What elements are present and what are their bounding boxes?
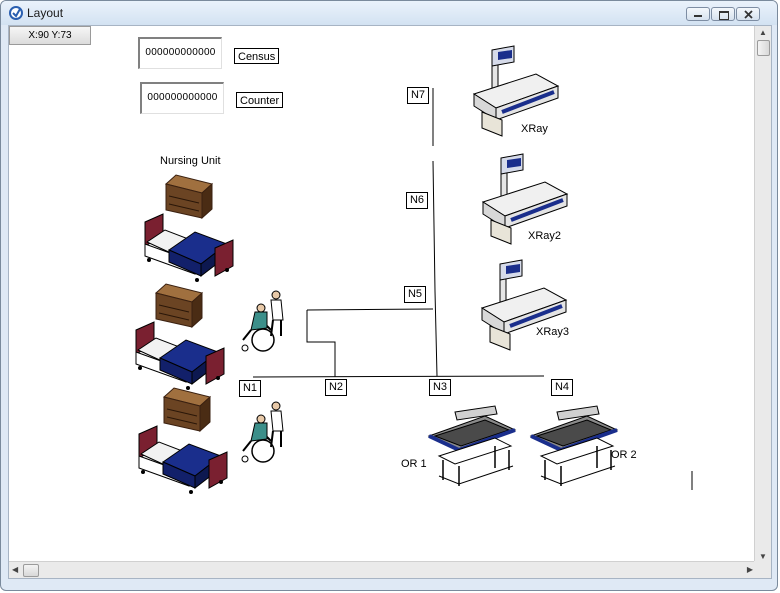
window-title: Layout: [27, 6, 64, 20]
xray-table-icon[interactable]: [481, 153, 571, 246]
node-n5[interactable]: N5: [404, 286, 426, 303]
xray-table-icon[interactable]: [472, 45, 562, 138]
scroll-down-icon[interactable]: ▼: [759, 552, 767, 561]
coordinate-readout: X:90 Y:73: [9, 26, 91, 45]
xray-label: XRay: [521, 123, 548, 135]
node-n3[interactable]: N3: [429, 379, 451, 396]
scroll-left-icon[interactable]: ◀: [12, 565, 19, 574]
close-icon: [744, 10, 753, 19]
wheelchair-patient-icon[interactable]: [237, 290, 285, 354]
close-button[interactable]: [736, 7, 760, 21]
counter-display: 000000000000: [140, 82, 224, 114]
nightstand-icon[interactable]: [164, 174, 214, 220]
minimize-icon: [694, 15, 702, 17]
network-paths: [252, 88, 693, 490]
or2-label: OR 2: [611, 449, 637, 461]
census-label: Census: [234, 48, 280, 64]
nightstand-icon[interactable]: [154, 283, 204, 329]
maximize-button[interactable]: [711, 7, 735, 21]
xray-table-icon[interactable]: [480, 259, 570, 352]
node-n7[interactable]: N7: [407, 87, 429, 104]
or1-label: OR 1: [401, 458, 427, 470]
minimize-button[interactable]: [686, 7, 710, 21]
hospital-bed-icon[interactable]: [135, 213, 235, 286]
census-display: 000000000000: [138, 37, 222, 69]
vertical-scroll-thumb[interactable]: [757, 40, 770, 56]
scroll-right-icon[interactable]: ▶: [746, 565, 753, 574]
node-n6[interactable]: N6: [406, 192, 428, 209]
scroll-up-icon[interactable]: ▲: [759, 28, 767, 37]
horizontal-scroll-thumb[interactable]: [23, 564, 39, 577]
maximize-icon: [719, 11, 729, 20]
layout-canvas[interactable]: X:90 Y:73 000000000000 Census 0000000000…: [8, 25, 772, 579]
app-icon: [9, 6, 23, 20]
counter-label: Counter: [236, 92, 284, 108]
title-bar[interactable]: Layout: [1, 1, 777, 25]
hospital-bed-icon[interactable]: [126, 321, 226, 394]
hospital-bed-icon[interactable]: [129, 425, 229, 498]
node-n4[interactable]: N4: [551, 379, 573, 396]
horizontal-scrollbar[interactable]: ◀ ▶: [9, 561, 756, 578]
xray3-label: XRay3: [536, 326, 570, 338]
operating-table-icon[interactable]: [425, 405, 517, 488]
xray2-label: XRay2: [528, 230, 562, 242]
nightstand-icon[interactable]: [162, 387, 212, 433]
operating-table-icon[interactable]: [527, 405, 619, 488]
node-n1[interactable]: N1: [239, 380, 261, 397]
scrollbar-corner: [754, 561, 771, 578]
wheelchair-patient-icon[interactable]: [237, 401, 285, 465]
vertical-scrollbar[interactable]: ▲ ▼: [754, 26, 771, 563]
node-n2[interactable]: N2: [325, 379, 347, 396]
nursing-unit-label: Nursing Unit: [160, 155, 221, 167]
